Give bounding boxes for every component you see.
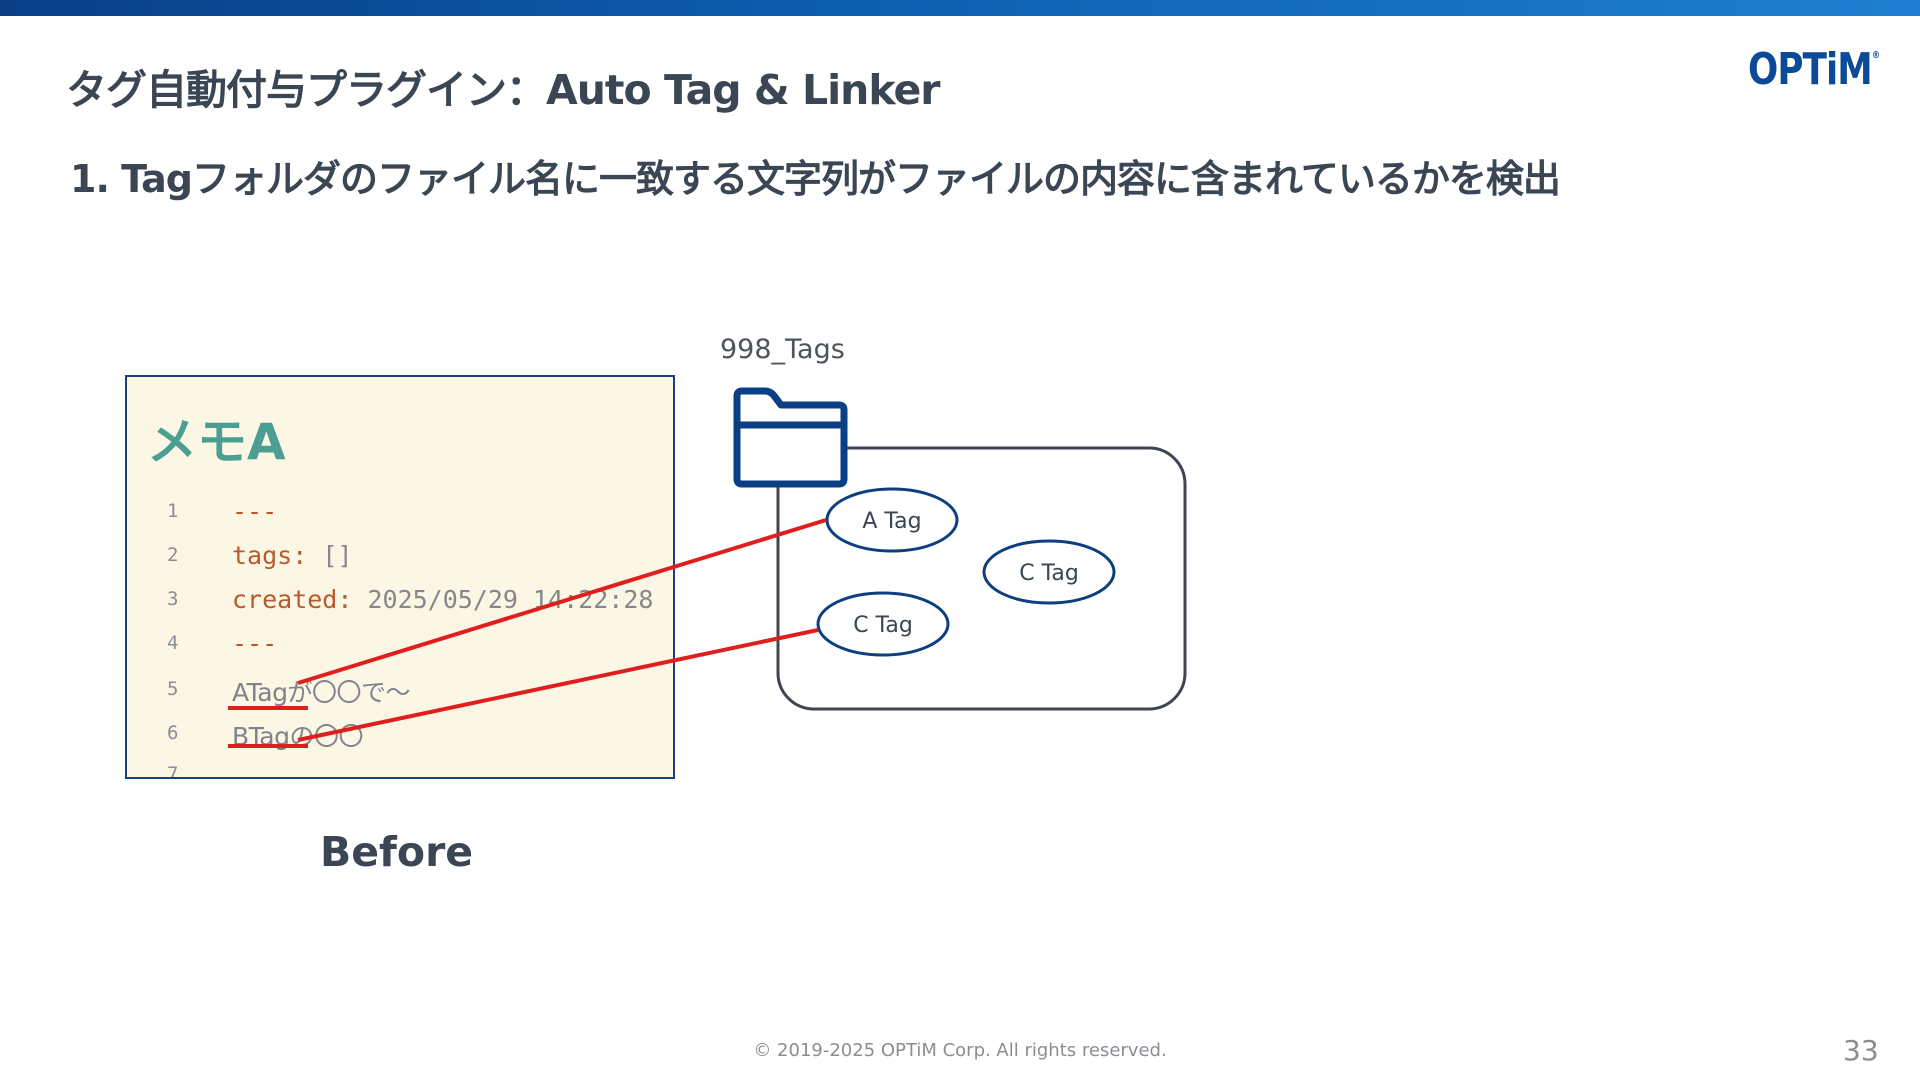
tag-label: C Tag: [1019, 561, 1079, 586]
folder-label: 998_Tags: [720, 334, 845, 365]
page-number: 33: [1843, 1034, 1879, 1067]
match-connector-b: [297, 628, 819, 742]
logo-registered-mark: ®: [1871, 50, 1880, 61]
before-caption: Before: [320, 828, 474, 876]
line-number: 7: [167, 763, 179, 779]
yaml-value: []: [307, 541, 353, 570]
tag-node-c2: C Tag: [816, 591, 950, 657]
code-line: 4 ---: [127, 629, 673, 669]
top-accent-bar: [0, 0, 1920, 16]
optim-logo: OPTiM®: [1748, 44, 1880, 95]
body-text: ATagが〇〇で〜: [232, 678, 410, 707]
yaml-key: tags: [232, 541, 293, 570]
line-number: 6: [167, 722, 179, 744]
frontmatter-dash: ---: [232, 629, 278, 658]
match-connector-a: [297, 518, 827, 685]
line-number: 4: [167, 632, 179, 654]
code-line: 2 tags: []: [127, 541, 673, 581]
tag-label: C Tag: [853, 613, 913, 638]
memo-card: メモA 1 --- 2 tags: [] 3 created: 2025/05/…: [125, 375, 675, 779]
yaml-key: created: [232, 585, 338, 614]
slide-title: タグ自動付与プラグイン：Auto Tag & Linker: [66, 66, 941, 114]
line-number: 2: [167, 544, 179, 566]
folder-icon: [733, 387, 848, 488]
line-number: 3: [167, 588, 179, 610]
folder-container: [776, 446, 1187, 711]
code-text: tags: []: [232, 541, 353, 570]
code-line: 1 ---: [127, 497, 673, 537]
slide-subtitle: 1. Tagフォルダのファイル名に一致する文字列がファイルの内容に含まれているか…: [70, 157, 1561, 201]
logo-text: OPTiM: [1748, 44, 1873, 95]
line-number: 1: [167, 500, 179, 522]
memo-title: メモA: [147, 413, 286, 471]
line-number: 5: [167, 678, 179, 700]
tag-node-c: C Tag: [982, 539, 1116, 605]
copyright-footer: © 2019-2025 OPTiM Corp. All rights reser…: [753, 1040, 1167, 1061]
frontmatter-dash: ---: [232, 497, 278, 526]
tag-label: A Tag: [862, 509, 921, 534]
code-line: 7: [127, 763, 673, 779]
tag-node-a: A Tag: [825, 487, 959, 553]
code-line: 5 ATagが〇〇で〜: [127, 673, 673, 713]
